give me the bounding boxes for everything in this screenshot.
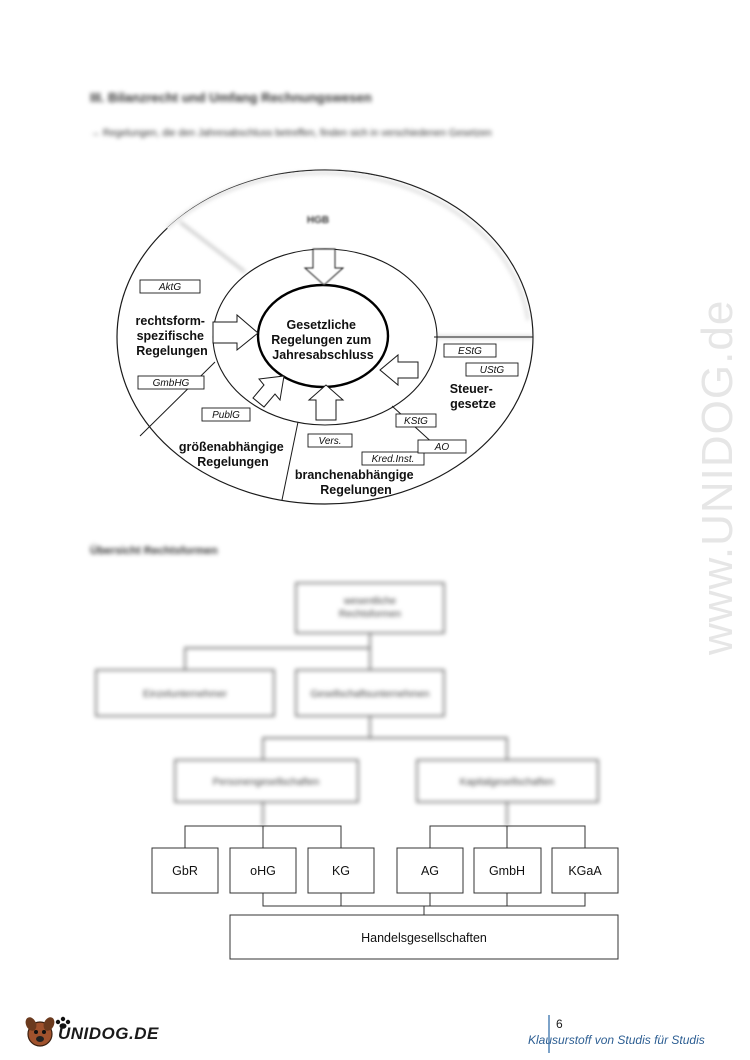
- rechtsform-label-1: rechtsform-: [136, 314, 205, 328]
- org-einzel-label: Einzelunternehmer: [143, 689, 228, 700]
- arrows: [212, 248, 419, 421]
- org-chart: wesentliche Rechtsformen Einzelunternehm…: [95, 582, 619, 960]
- rechtsform-label-2: spezifische: [137, 329, 204, 343]
- arrow-lower-left: [252, 375, 285, 408]
- org-gmbh-box: [473, 847, 542, 894]
- groessen-label-2: Regelungen: [197, 455, 269, 469]
- org-ohg-box: [229, 847, 297, 894]
- footer-tagline: Klausurstoff von Studis für Studis: [528, 1033, 705, 1047]
- arrow-top: [303, 248, 345, 286]
- rechtsform-label-3: Regelungen: [136, 344, 208, 358]
- org-kg-box: [307, 847, 375, 894]
- org-handels-label: Handelsgesellschaften: [361, 931, 487, 945]
- org-ag-label: AG: [421, 864, 439, 878]
- org-einzel-box: [95, 669, 275, 717]
- hgb-label: HGB: [307, 215, 329, 226]
- org-kgaa-box: [551, 847, 619, 894]
- org-gbr-label: GbR: [172, 864, 198, 878]
- center-label-1: Gesetzliche: [287, 318, 357, 332]
- org-root-box: [295, 582, 445, 634]
- center-label-2: Regelungen zum: [271, 333, 371, 347]
- center-label-3: Jahresabschluss: [272, 348, 373, 362]
- org-kgaa-label: KGaA: [568, 864, 602, 878]
- org-personen-box: [174, 759, 359, 803]
- steuer-label-2: gesetze: [450, 397, 496, 411]
- box-vers: Vers.: [319, 436, 342, 447]
- arrow-left: [212, 313, 259, 352]
- arrow-bottom: [307, 384, 345, 421]
- groessen-label-1: größenabhängige: [179, 440, 284, 454]
- box-ustg: UStG: [480, 365, 505, 376]
- footer-divider: [548, 1015, 550, 1053]
- svg-text:rechtsform- spezifische: rechtsform- spezifische Regelungen: [136, 314, 209, 358]
- steuer-label-1: Steuer-: [450, 382, 493, 396]
- section-heading: Übersicht Rechtsformen: [90, 545, 218, 557]
- branchen-label-2: Regelungen: [320, 483, 392, 497]
- org-kg-label: KG: [332, 864, 350, 878]
- svg-text:Gesetzliche Regelungen z: Gesetzliche Regelungen zum Jahresabschlu…: [271, 318, 375, 362]
- org-kapital-label: Kapitalgesellschaften: [460, 777, 555, 788]
- org-personen-label: Personengesellschaften: [213, 777, 320, 788]
- org-ohg-label: oHG: [250, 864, 276, 878]
- page-heading: III. Bilanzrecht und Umfang Rechnungswes…: [90, 90, 372, 105]
- org-root-label-2: Rechtsformen: [339, 609, 401, 620]
- intro-text: → Regelungen, die den Jahresabschluss be…: [90, 128, 492, 139]
- box-kred: Kred.Inst.: [372, 454, 415, 465]
- dog-logo-icon: [25, 1016, 71, 1047]
- box-ao: AO: [434, 442, 450, 453]
- box-kstg: KStG: [404, 416, 428, 427]
- org-kapital-box: [416, 759, 599, 803]
- org-handels-box: [229, 914, 619, 960]
- svg-text:branchenabhängige Regelu: branchenabhängige Regelungen: [295, 468, 417, 497]
- org-gesellschaft-label: Gesellschaftsunternehmen: [311, 689, 430, 700]
- logo-text: UNIDOG.DE: [58, 1024, 159, 1043]
- org-gmbh-label: GmbH: [489, 864, 525, 878]
- page-number: 6: [556, 1017, 563, 1031]
- branchen-label-1: branchenabhängige: [295, 468, 414, 482]
- box-publg: PublG: [212, 410, 240, 421]
- box-estg: EStG: [458, 346, 482, 357]
- svg-text:größenabhängige Regelung: größenabhängige Regelungen: [179, 440, 287, 469]
- org-gbr-box: [151, 847, 219, 894]
- circle-diagram: Gesetzliche Regelungen zum Jahresabschlu…: [116, 169, 534, 505]
- svg-text:Steuer- gesetze: Steuer- gesetze: [450, 382, 497, 411]
- box-gmbhg: GmbHG: [153, 378, 190, 389]
- org-ag-box: [396, 847, 464, 894]
- box-aktg: AktG: [158, 282, 181, 293]
- arrow-right: [379, 353, 419, 387]
- org-root-label-1: wesentliche: [343, 596, 397, 607]
